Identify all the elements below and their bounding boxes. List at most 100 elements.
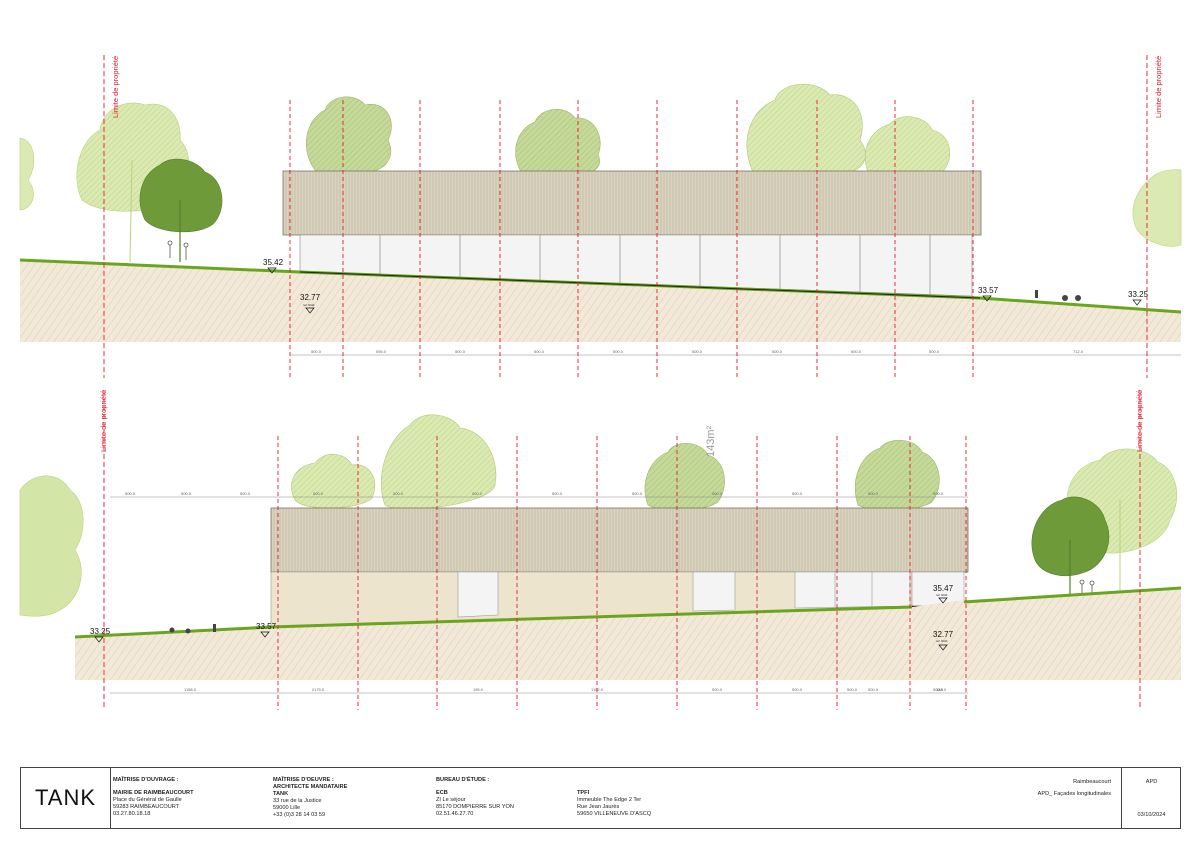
architect-address-2: 59000 Lille [273,805,301,811]
structural-axes [277,100,974,710]
area-label: 143m² [705,425,717,457]
architect-block: MAÎTRISE D'OEUVRE : ARCHITECTE MANDATAIR… [273,777,347,819]
property-limit-label-top-left: Limite de propriété [111,56,120,118]
right-tree-top [1132,169,1182,247]
phase-label: APD [1145,779,1158,785]
dimension-line-top: 500.0 595.0 500.0 500.0 500.0 500.0 500.0 500.0… [290,349,1181,356]
dim-bottom-1: 2175.0 [312,687,325,692]
building-top [282,170,982,297]
architect-name: TANK [273,791,289,797]
dim-top-5: 500.0 [692,349,703,354]
dim-top-2: 500.0 [455,349,466,354]
dim-bottom-upper-9: 500.0 [792,491,803,496]
dim-bottom-upper-0: 500.0 [125,491,136,496]
dim-top-6: 500.0 [772,349,783,354]
elevation-bottom: 143m² 33.25 33.57 35.47 ref. NGF 32.77 r… [19,414,1182,694]
level-top-mid: 33.57 [978,286,999,295]
right-trees-bottom [1031,448,1177,600]
phase-date-block: APD 03/10/2024 [1121,768,1181,828]
dim-top-8: 500.0 [929,349,940,354]
dim-bottom-5: 500.0 [792,687,803,692]
background-trees-top [306,83,951,179]
tpfi-name: TPFI [577,790,590,796]
dim-bottom-4: 500.0 [712,687,723,692]
dimension-line-bottom: 1158.02175.0195.01152.0500.0500.0500.050… [110,687,968,694]
dim-top-9: 712.0 [1073,349,1084,354]
dimension-line-bottom-top: 500.0 500.0 500.0 500.0 500.0 500.0 500.0 500.0… [110,491,968,498]
dim-bottom-upper-3: 500.0 [313,491,324,496]
ground-section-bottom [75,588,1181,680]
tpfi-block: TPFI Immeuble The Edge 2 Ter Rue Jean Ja… [577,790,651,818]
tpfi-address-2: Rue Jean Jaurès [577,804,620,810]
dim-bottom-upper-7: 500.0 [632,491,643,496]
sheet-title: APD_ Façades longitudinales [1037,791,1111,797]
bureau-block: BUREAU D'ÉTUDE : ECB ZI Le séjour 85170 … [436,777,514,818]
owner-address-2: 59283 RAIMBEAUCOURT [113,804,180,810]
dim-bottom-upper-2: 500.0 [240,491,251,496]
background-trees-bottom [291,414,940,511]
ecb-phone: 02.51.46.27.70 [436,811,474,817]
owner-block: MAÎTRISE D'OUVRAGE : MAIRIE DE RAIMBEAUC… [113,777,194,818]
dim-bottom-upper-10: 500.0 [868,491,879,496]
left-trees-top [19,102,223,263]
left-tree-bottom [19,475,84,617]
dim-top-7: 500.0 [851,349,862,354]
grass-line-bottom [74,605,913,639]
ecb-address-1: ZI Le séjour [436,797,466,803]
dim-bottom-2: 195.0 [473,687,484,692]
dim-bottom-upper-6: 500.0 [552,491,563,496]
property-limits: Limite de propriété Limite de propriété … [99,55,1163,708]
level-markers-top: 35.42 32.77 ref. NGF 33.57 33.25 [263,258,1149,314]
dim-bottom-9: 148.0 [936,687,947,692]
level-bottom-right: 35.47 [933,584,954,593]
property-limit-label-bottom-right: Limite de propriété [1135,390,1144,452]
project-name: Raimbeaucourt [1073,779,1111,785]
tpfi-address-3: 59650 VILLENEUVE D'ASCQ [577,811,652,817]
bench-objects-bottom [169,624,216,634]
owner-title: MAÎTRISE D'OUVRAGE : [113,777,179,783]
dim-bottom-upper-5: 500.0 [472,491,483,496]
people-silhouettes-top [167,240,189,260]
svg-text:ref. NGF: ref. NGF [936,639,948,643]
project-block: Raimbeaucourt APD_ Façades longitudinale… [1021,779,1111,798]
level-bottom-ground-ref: 32.77 [933,630,954,639]
date-label: 03/10/2024 [1137,812,1166,818]
dim-top-4: 500.0 [613,349,624,354]
architect-role: ARCHITECTE MANDATAIRE [273,784,348,790]
level-markers-bottom: 33.25 33.57 35.47 ref. NGF 32.77 ref. NG… [90,584,954,651]
dim-bottom-upper-1: 500.0 [181,491,192,496]
dim-top-1: 595.0 [376,349,387,354]
property-limit-label-bottom-left: Limite de propriété [99,390,108,452]
dim-bottom-upper-8: 500.0 [712,491,723,496]
level-top-right: 33.25 [1128,290,1149,299]
dim-bottom-upper-4: 500.0 [393,491,404,496]
level-top-left: 35.42 [263,258,284,267]
ecb-name: ECB [436,790,448,796]
elevation-top: 35.42 32.77 ref. NGF 33.57 33.25 500.0 59… [19,83,1182,356]
level-bottom-left: 33.25 [90,627,111,636]
dim-bottom-6: 500.0 [868,687,879,692]
svg-text:ref. NGF: ref. NGF [303,303,315,307]
owner-name: MAIRIE DE RAIMBEAUCOURT [113,790,194,796]
dim-bottom-0: 1158.0 [184,687,197,692]
tpfi-address-1: Immeuble The Edge 2 Ter [577,797,642,803]
dim-bottom-upper-11: 500.0 [933,491,944,496]
architect-title: MAÎTRISE D'OEUVRE : [273,777,334,783]
title-block: TANK MAÎTRISE D'OUVRAGE : MAIRIE DE RAIM… [20,767,1181,829]
property-limit-label-top-right: Limite de propriété [1154,56,1163,118]
dim-top-0: 500.0 [311,349,322,354]
architect-address-1: 33 rue de la Justice [273,798,322,804]
ground-section-top [20,260,1181,342]
architect-phone: +33 (0)3 28 14 03 59 [273,812,326,818]
dim-bottom-8: 500.0 [933,687,944,692]
brand-logo: TANK [21,768,111,828]
ecb-address-2: 85170 DOMPIERRE SUR YON [436,804,514,810]
svg-text:ref. NGF: ref. NGF [936,593,948,597]
owner-address-1: Place du Général de Gaulle [113,797,182,803]
dim-bottom-7: 500.0 [847,687,858,692]
bench-objects-top [1035,290,1081,301]
owner-phone: 03.27.80.18.18 [113,811,151,817]
level-bottom-mid: 33.57 [256,622,277,631]
bureau-title: BUREAU D'ÉTUDE : [436,777,490,783]
